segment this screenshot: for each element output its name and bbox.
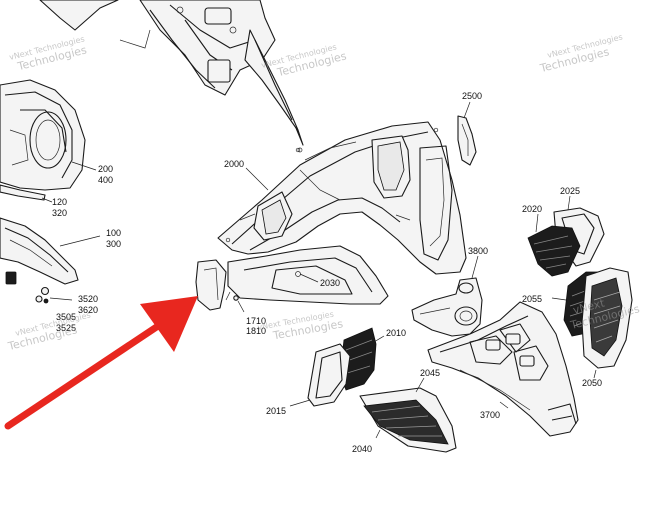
left-side-panel (0, 79, 97, 191)
callout-2050: 2050 (582, 378, 602, 388)
frame-assembly (39, 0, 304, 153)
trim-piece-2500 (457, 101, 477, 166)
callout-1810: 1810 (246, 326, 266, 336)
callout-3525: 3525 (56, 323, 76, 333)
fastener-group (35, 286, 73, 304)
mount-bracket-3800 (411, 255, 483, 337)
callout-300: 300 (106, 239, 121, 249)
side-bracket-1710 (195, 259, 245, 313)
callout-2015: 2015 (266, 406, 286, 416)
callout-200: 200 (98, 164, 113, 174)
callout-320: 320 (52, 208, 67, 218)
callout-2055: 2055 (522, 294, 542, 304)
callout-3505: 3505 (56, 312, 76, 322)
watermark-1: vNext Technologies Technologies (8, 35, 88, 74)
callout-400: 400 (98, 175, 113, 185)
grille-mesh-2040 (363, 399, 449, 445)
callout-2040: 2040 (352, 444, 372, 454)
callout-100: 100 (106, 228, 121, 238)
lower-bezel-2030 (225, 245, 389, 305)
grille-frame-2015 (289, 343, 351, 407)
callout-2500: 2500 (462, 91, 482, 101)
callout-2030: 2030 (320, 278, 340, 288)
callout-120: 120 (52, 197, 67, 207)
grille-mesh-2020 (527, 213, 581, 277)
callout-2045: 2045 (420, 368, 440, 378)
callout-2000: 2000 (224, 159, 244, 169)
watermark-4: vNext Technologies Technologies (6, 311, 92, 354)
callout-3620: 3620 (78, 305, 98, 315)
callout-1710: 1710 (246, 316, 266, 326)
red-pointer-arrow (4, 296, 198, 430)
left-lower-panel (0, 217, 101, 285)
callout-2025: 2025 (560, 186, 580, 196)
left-trim-strip (0, 184, 53, 203)
callout-2010: 2010 (386, 328, 406, 338)
callout-labels: 200 400 120 320 100 300 3520 3620 3505 3… (52, 91, 602, 454)
hood-panel-3700 (427, 301, 579, 437)
callout-3800: 3800 (468, 246, 488, 256)
grille-frame-2050 (581, 267, 633, 379)
front-fascia-2000 (217, 121, 467, 275)
watermark-3: vNext Technologies Technologies (538, 33, 624, 76)
callout-2020: 2020 (522, 204, 542, 214)
callout-3520: 3520 (78, 294, 98, 304)
callout-3700: 3700 (480, 410, 500, 420)
watermark-6: vNext Technologies Technologies (257, 310, 344, 343)
